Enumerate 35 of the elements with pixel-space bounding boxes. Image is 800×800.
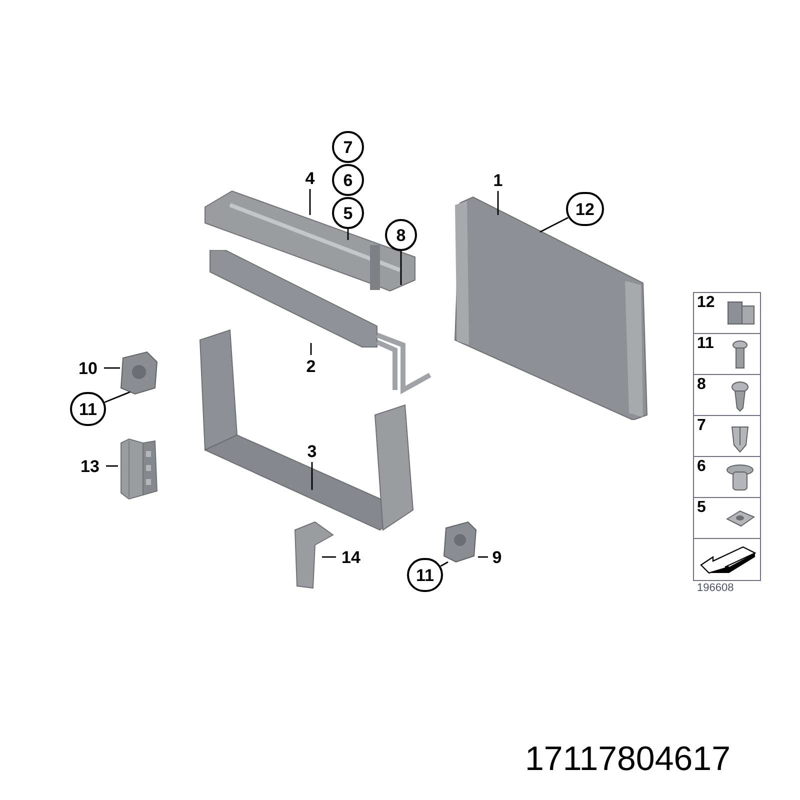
callout-number: 6: [697, 459, 706, 475]
callout-number: 1: [489, 169, 507, 191]
callout-number: 2: [302, 355, 320, 377]
leader-line: [497, 191, 499, 215]
callout-number: 11: [697, 336, 714, 352]
circled-callout-number: 6: [332, 164, 364, 196]
callout-number: 13: [74, 455, 106, 477]
leader-line: [104, 391, 130, 403]
leader-line: [310, 343, 312, 355]
leader-line: [440, 561, 448, 567]
circled-callout-number: 5: [332, 197, 364, 229]
diagram-number: 196608: [697, 581, 734, 596]
leader-line: [400, 251, 402, 285]
callout-number: 8: [697, 377, 706, 393]
part-number: 17117804617: [525, 742, 730, 776]
leader-line: [478, 556, 488, 558]
leader-line: [104, 367, 120, 369]
circled-callout-number: 11: [407, 558, 443, 592]
callout-number: 12: [697, 295, 715, 311]
callout-number: 4: [301, 167, 319, 189]
leader-line: [322, 556, 336, 558]
circled-callout-number: 12: [566, 192, 604, 226]
circled-callout-number: 11: [70, 392, 106, 426]
callout-number: 10: [72, 357, 104, 379]
callout-number: 3: [303, 440, 321, 462]
callout-number: 5: [697, 500, 706, 516]
callout-number: 9: [488, 546, 506, 568]
callout-number: 7: [697, 418, 706, 434]
leader-line: [106, 465, 118, 467]
leader-line: [309, 189, 311, 215]
leader-line: [540, 217, 568, 233]
circled-callout-number: 8: [385, 219, 417, 251]
circled-callout-number: 7: [332, 131, 364, 163]
callout-number: 14: [336, 546, 366, 568]
leader-line: [347, 229, 349, 240]
